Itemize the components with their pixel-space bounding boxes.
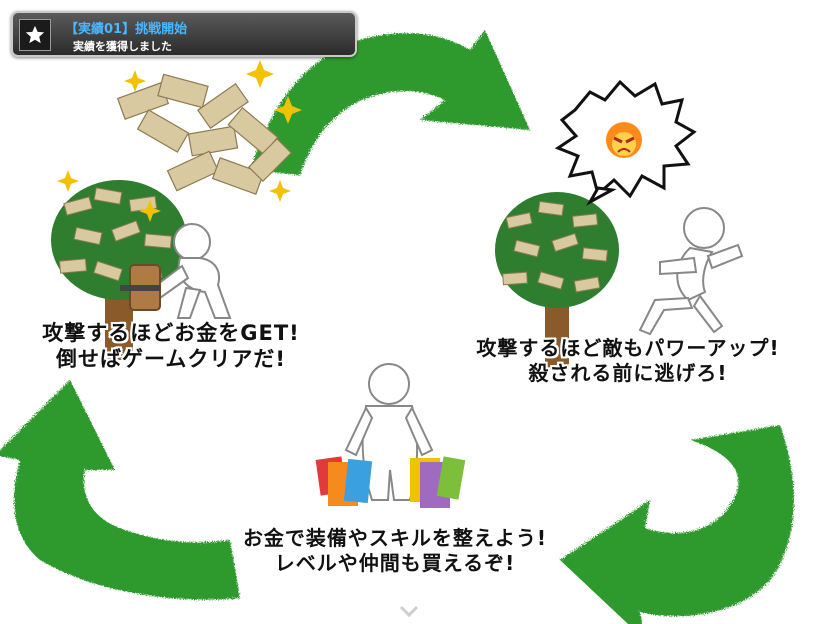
achievement-toast: 【実績01】挑戦開始 実績を獲得しました (11, 11, 357, 57)
caption-bottom: お金で装備やスキルを整えよう! レベルや仲間も買えるぞ! (190, 526, 600, 576)
star-icon (19, 19, 51, 51)
caption-left-line-1: 攻撃するほどお金をGET! (6, 320, 336, 346)
caption-bottom-line-2: レベルや仲間も買えるぞ! (190, 551, 600, 576)
caption-left: 攻撃するほどお金をGET! 倒せばゲームクリアだ! (6, 320, 336, 373)
arrow-right (560, 425, 794, 624)
speech-burst (558, 82, 694, 202)
achievement-subtitle: 実績を獲得しました (73, 38, 172, 54)
caption-left-line-2: 倒せばゲームクリアだ! (6, 346, 336, 372)
chevron-down-icon[interactable] (399, 604, 419, 618)
player-running (640, 208, 742, 334)
caption-right: 攻撃するほど敵もパワーアップ! 殺される前に逃げろ! (438, 336, 816, 386)
caption-right-line-1: 攻撃するほど敵もパワーアップ! (438, 336, 816, 361)
angry-face-icon (606, 122, 642, 158)
caption-bottom-line-1: お金で装備やスキルを整えよう! (190, 526, 600, 551)
achievement-title: 【実績01】挑戦開始 (65, 18, 187, 37)
flying-money (118, 74, 292, 194)
caption-right-line-2: 殺される前に逃げろ! (438, 361, 816, 386)
